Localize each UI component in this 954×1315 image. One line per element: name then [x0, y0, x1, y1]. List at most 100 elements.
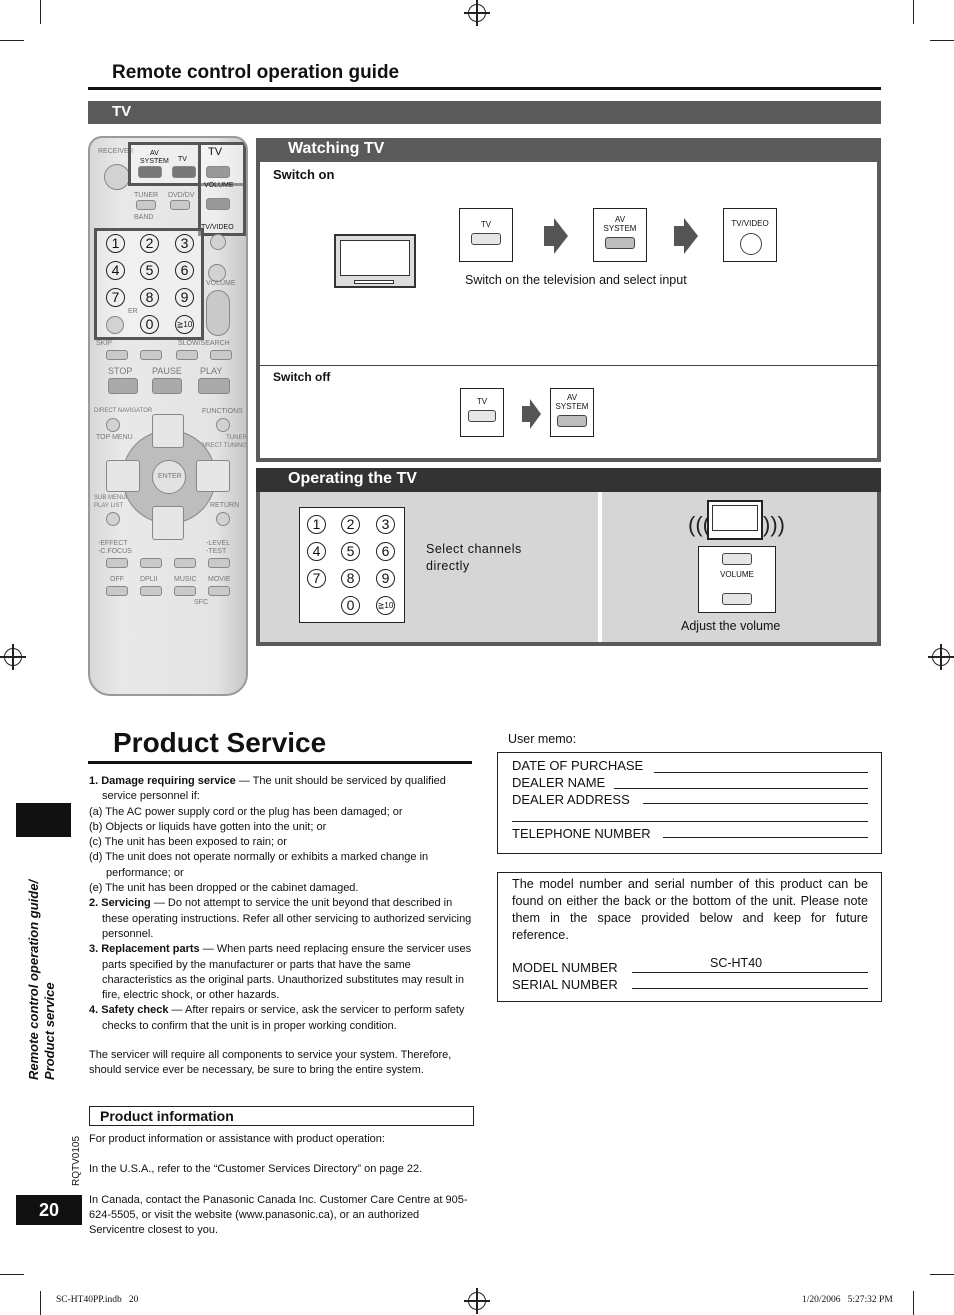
remote-num-3: 3: [175, 234, 194, 253]
direct-navigator-label: DIRECT NAVIGATOR: [94, 408, 153, 414]
date-of-purchase-line[interactable]: [654, 772, 868, 773]
registration-mark: [0, 644, 26, 670]
service-item: (c) The unit has been exposed to rain; o…: [89, 836, 287, 849]
dvd-button: [170, 200, 190, 210]
remote-round-button: [216, 418, 230, 432]
num-2: 2: [341, 515, 360, 534]
switch-on-label: Switch on: [273, 167, 335, 182]
remote-num-2: 2: [140, 234, 159, 253]
page-number: 20: [16, 1195, 82, 1225]
play-button: [198, 378, 230, 394]
telephone-line[interactable]: [663, 837, 868, 838]
remote-num-8: 8: [140, 288, 159, 307]
av-system-key-box: AV SYSTEM: [593, 208, 647, 262]
arrow-right-icon: [544, 226, 554, 246]
tv-section-bar: TV: [88, 101, 881, 124]
skip-forward-button: [140, 350, 162, 360]
user-memo-box: DATE OF PURCHASE DEALER NAME DEALER ADDR…: [497, 752, 882, 854]
date-of-purchase-label: DATE OF PURCHASE: [512, 758, 644, 773]
tv-set-icon: [707, 500, 763, 540]
receiver-label: RECEIVER: [98, 148, 134, 155]
volume-label: VOLUME: [204, 182, 234, 189]
dealer-name-label: DEALER NAME: [512, 775, 606, 790]
down-arrow-button: [152, 506, 184, 540]
remote-round-button: [208, 264, 226, 282]
registration-mark: [464, 0, 490, 26]
av-system-button: [138, 166, 162, 178]
num-9: 9: [376, 569, 395, 588]
arrow-right-icon: [530, 399, 541, 429]
plus-button: [174, 558, 196, 568]
product-service-title: Product Service: [113, 727, 327, 758]
num-6: 6: [376, 542, 395, 561]
effect-button: [106, 558, 128, 568]
dealer-address-line[interactable]: [643, 803, 868, 804]
off-button: [106, 586, 128, 596]
power-button: [104, 164, 130, 190]
volume-key-box: VOLUME: [698, 546, 776, 613]
volume2-label: VOLUME: [206, 280, 236, 287]
service-list: 1. Damage requiring service — The unit s…: [89, 774, 475, 1079]
product-info-p2: In the U.S.A., refer to the “Customer Se…: [89, 1163, 423, 1176]
tv-key-button: [471, 233, 501, 245]
tv-key-label: TV: [480, 220, 492, 229]
footer-date: 1/20/2006 5:27:32 PM: [802, 1295, 893, 1305]
dvd-label: DVD/DV: [168, 192, 195, 199]
model-number-label: MODEL NUMBER: [512, 960, 618, 975]
service-item: (a) The AC power supply cord or the plug…: [89, 805, 403, 818]
tuner-label: TUNER: [134, 192, 159, 199]
tv-badge: TV: [208, 146, 223, 158]
service-item: (d) The unit does not operate normally o…: [89, 851, 429, 879]
remote-num-9: 9: [175, 288, 194, 307]
service-item: (b) Objects or liquids have gotten into …: [89, 820, 327, 833]
dealer-address-line-2[interactable]: [512, 821, 868, 822]
music-label: MUSIC: [174, 576, 197, 583]
dpl-button: [140, 586, 162, 596]
adjust-volume-caption: Adjust the volume: [681, 619, 781, 633]
tv-label: TV: [178, 156, 187, 163]
dealer-name-line[interactable]: [614, 788, 868, 789]
num-3: 3: [376, 515, 395, 534]
tuner-button: [136, 200, 156, 210]
music-button: [174, 586, 196, 596]
dealer-address-label: DEALER ADDRESS: [512, 792, 630, 807]
model-number-line[interactable]: [632, 972, 868, 973]
crop-mark: [930, 1274, 954, 1275]
volume-down-key: [722, 593, 752, 605]
num-4: 4: [307, 542, 326, 561]
remote-round-button: [106, 418, 120, 432]
av-system-key-label-off: AV SYSTEM: [555, 393, 589, 411]
play-label: PLAY: [200, 366, 223, 376]
minus-button: [140, 558, 162, 568]
volume-key-label: VOLUME: [720, 570, 754, 579]
tv-key-box: TV: [459, 208, 513, 262]
tv-video-button: [210, 234, 226, 250]
serial-number-label: SERIAL NUMBER: [512, 977, 618, 992]
enter-label: ENTER: [158, 473, 182, 480]
dpl-label: DPLII: [140, 576, 158, 583]
footer-file: SC-HT40PP.indb 20: [56, 1295, 139, 1305]
remote-round-button: [216, 512, 230, 526]
num-0: 0: [341, 596, 360, 615]
crop-mark: [913, 0, 914, 24]
av-system-key-label: AV SYSTEM: [603, 215, 637, 233]
pause-label: PAUSE: [152, 366, 182, 376]
remote-num-4: 4: [106, 261, 125, 280]
effect-label: -EFFECT -C.FOCUS: [98, 540, 132, 555]
num-5: 5: [341, 542, 360, 561]
watching-tv-panel: Switch on TV AV SYSTEM TV/VIDEO Switch o…: [256, 162, 881, 462]
serial-number-line[interactable]: [632, 988, 868, 989]
switch-on-caption: Switch on the television and select inpu…: [465, 273, 687, 287]
doc-code: RQTV0105: [71, 1135, 82, 1186]
panel-divider: [260, 365, 881, 366]
product-info-header: Product information: [89, 1106, 474, 1126]
model-note: The model number and serial number of th…: [512, 877, 868, 942]
page-title: Remote control operation guide: [112, 62, 400, 83]
crop-mark: [913, 1291, 914, 1315]
remote-round-button: [106, 316, 124, 334]
av-system-label: AV SYSTEM: [140, 150, 169, 165]
product-info-body: For product information or assistance wi…: [89, 1132, 475, 1238]
num-7: 7: [307, 569, 326, 588]
remote-num-10: ≧10: [175, 315, 194, 334]
remote-num-1: 1: [106, 234, 125, 253]
